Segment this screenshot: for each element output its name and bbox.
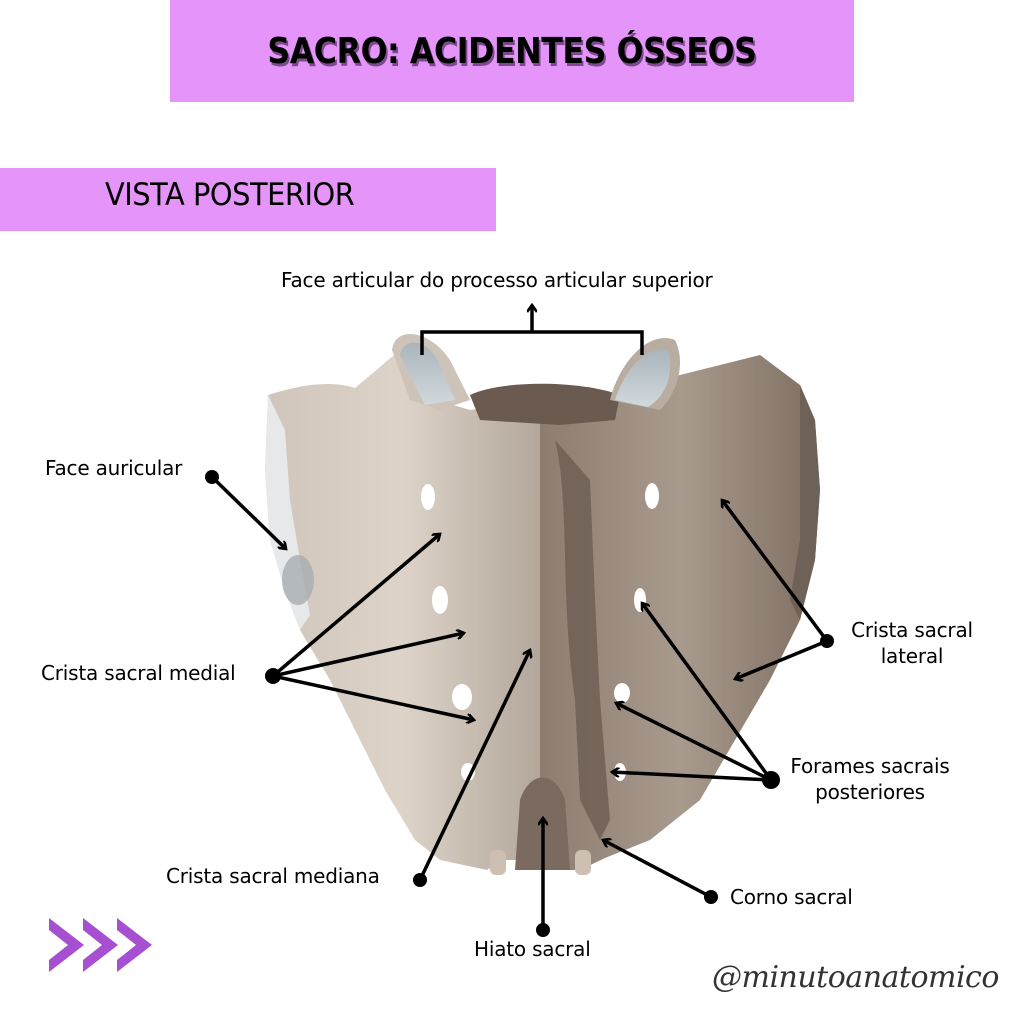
label-crista-sacral-lateral: Crista sacral lateral	[851, 618, 973, 668]
dot-corno	[704, 890, 718, 904]
leader-crista-mediana	[418, 650, 530, 881]
label-crista-sacral-medial: Crista sacral medial	[41, 661, 236, 685]
label-hiato-sacral: Hiato sacral	[474, 937, 591, 961]
foramen-left-1	[421, 484, 435, 510]
right-articular-facet	[615, 349, 671, 407]
leader-face-auricular	[210, 475, 286, 549]
label-crista-sacral-mediana: Crista sacral mediana	[166, 864, 380, 888]
author-handle: @minutoanatomico	[712, 960, 999, 995]
dot-crista-mediana	[413, 873, 427, 887]
left-articular-facet	[400, 342, 455, 405]
label-face-auricular: Face auricular	[45, 456, 183, 480]
title-banner: SACRO: ACIDENTES ÓSSEOS	[170, 0, 854, 102]
foramen-left-2	[432, 586, 448, 614]
dot-crista-medial	[265, 668, 281, 684]
leader-forames	[612, 603, 773, 782]
dot-crista-lateral	[820, 634, 834, 648]
foramen-right-3	[614, 683, 630, 703]
label-face-articular-superior: Face articular do processo articular sup…	[281, 268, 713, 292]
foramen-right-1	[645, 483, 659, 509]
dot-face-auricular	[205, 470, 219, 484]
dot-hiato	[536, 923, 550, 937]
bracket-articular	[420, 305, 644, 355]
sacrum-bone	[265, 333, 820, 875]
view-subtitle: VISTA POSTERIOR	[105, 177, 355, 213]
subtitle-banner	[0, 168, 496, 231]
leader-crista-lateral	[720, 500, 829, 679]
foramen-left-3	[452, 684, 472, 710]
leader-crista-medial	[271, 534, 474, 720]
leader-corno	[603, 840, 712, 899]
dot-forames	[762, 771, 780, 789]
triple-chevron-right-icon[interactable]	[49, 918, 152, 972]
label-corno-sacral: Corno sacral	[730, 885, 853, 909]
page-title: SACRO: ACIDENTES ÓSSEOS	[267, 30, 757, 72]
label-forames-sacrais-posteriores: Forames sacrais posteriores	[790, 754, 950, 804]
foramen-left-4	[461, 763, 475, 781]
